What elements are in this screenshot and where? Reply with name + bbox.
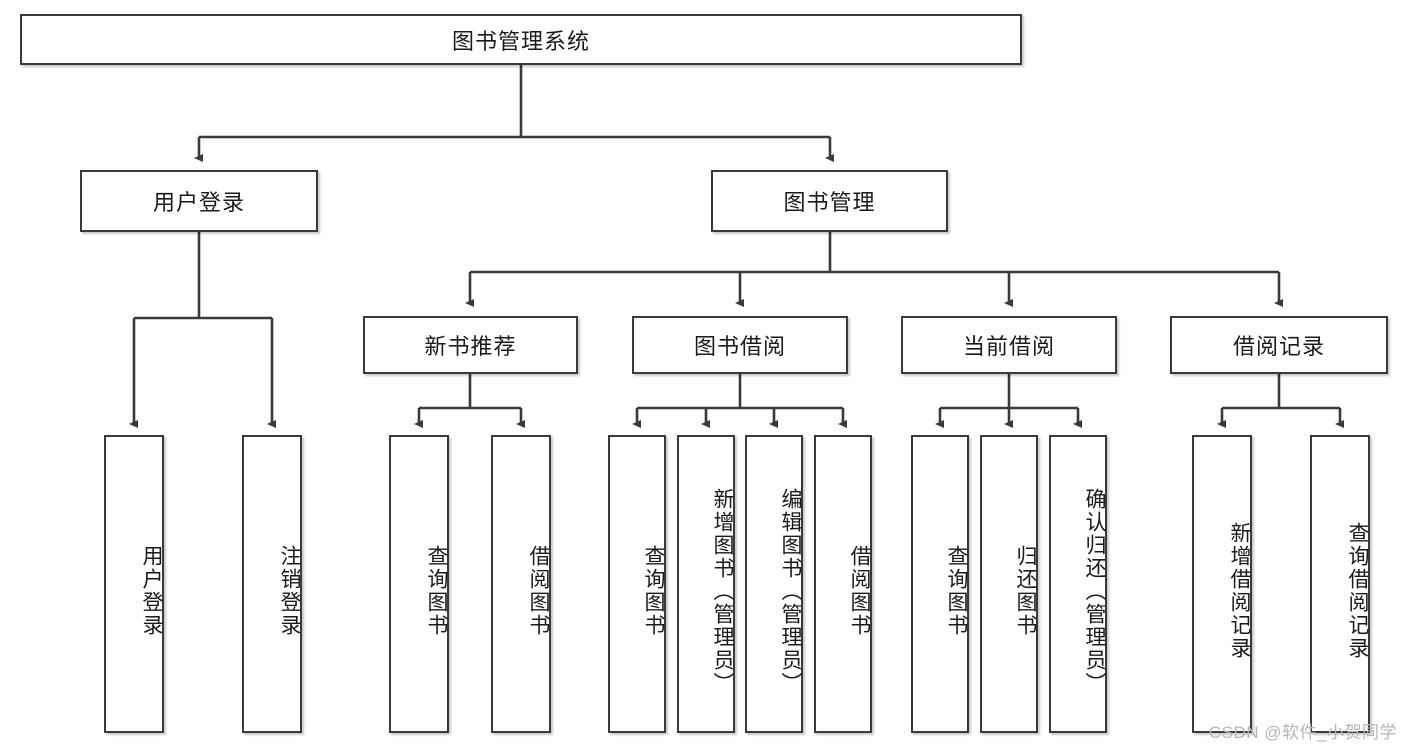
node-leaf-edit-book[interactable]: 编辑图书（管理员） [745, 435, 803, 733]
node-leaf-edit-book-label: 编辑图书（管理员） [779, 487, 802, 695]
node-leaf-borrow-book-2[interactable]: 借阅图书 [814, 435, 872, 733]
node-current-borrow[interactable]: 当前借阅 [901, 316, 1117, 374]
node-leaf-add-book[interactable]: 新增图书（管理员） [677, 435, 735, 733]
node-current-borrow-label: 当前借阅 [962, 334, 1055, 359]
watermark: CSDN @软件_小贺同学 [1208, 723, 1397, 742]
node-new-book-rec-label: 新书推荐 [424, 334, 517, 359]
node-leaf-user-logout-label: 注销登录 [278, 545, 301, 637]
node-book-manage[interactable]: 图书管理 [711, 170, 948, 232]
node-borrow-record-label: 借阅记录 [1232, 334, 1325, 359]
node-leaf-user-logout[interactable]: 注销登录 [242, 435, 302, 733]
node-leaf-return-book-label: 归还图书 [1014, 545, 1037, 637]
node-book-manage-label: 图书管理 [783, 190, 876, 215]
node-leaf-query-record[interactable]: 查询借阅记录 [1310, 435, 1370, 733]
node-root[interactable]: 图书管理系统 [20, 14, 1022, 65]
node-leaf-query-book-1[interactable]: 查询图书 [389, 435, 449, 733]
node-root-label: 图书管理系统 [451, 28, 590, 54]
node-leaf-borrow-book-1-label: 借阅图书 [527, 545, 550, 637]
node-user-login-label: 用户登录 [152, 190, 245, 215]
node-leaf-query-book-2[interactable]: 查询图书 [608, 435, 666, 733]
node-leaf-add-book-label: 新增图书（管理员） [711, 487, 734, 695]
node-leaf-query-book-2-label: 查询图书 [642, 545, 665, 637]
node-leaf-confirm-return-label: 确认归还（管理员） [1083, 487, 1106, 695]
node-leaf-query-book-1-label: 查询图书 [425, 545, 448, 637]
node-leaf-query-book-3-label: 查询图书 [945, 545, 968, 637]
node-leaf-add-record-label: 新增借阅记录 [1228, 522, 1251, 660]
node-leaf-add-record[interactable]: 新增借阅记录 [1192, 435, 1252, 733]
node-leaf-query-book-3[interactable]: 查询图书 [911, 435, 969, 733]
node-borrow-record[interactable]: 借阅记录 [1170, 316, 1388, 374]
node-new-book-rec[interactable]: 新书推荐 [363, 316, 578, 374]
node-leaf-query-record-label: 查询借阅记录 [1346, 522, 1369, 660]
node-leaf-confirm-return[interactable]: 确认归还（管理员） [1049, 435, 1107, 733]
node-book-borrow[interactable]: 图书借阅 [632, 316, 848, 374]
node-leaf-return-book[interactable]: 归还图书 [980, 435, 1038, 733]
node-leaf-user-login[interactable]: 用户登录 [104, 435, 164, 733]
node-user-login[interactable]: 用户登录 [80, 170, 318, 232]
node-leaf-user-login-label: 用户登录 [140, 545, 163, 637]
node-book-borrow-label: 图书借阅 [693, 334, 786, 359]
node-leaf-borrow-book-2-label: 借阅图书 [848, 545, 871, 637]
node-leaf-borrow-book-1[interactable]: 借阅图书 [491, 435, 551, 733]
